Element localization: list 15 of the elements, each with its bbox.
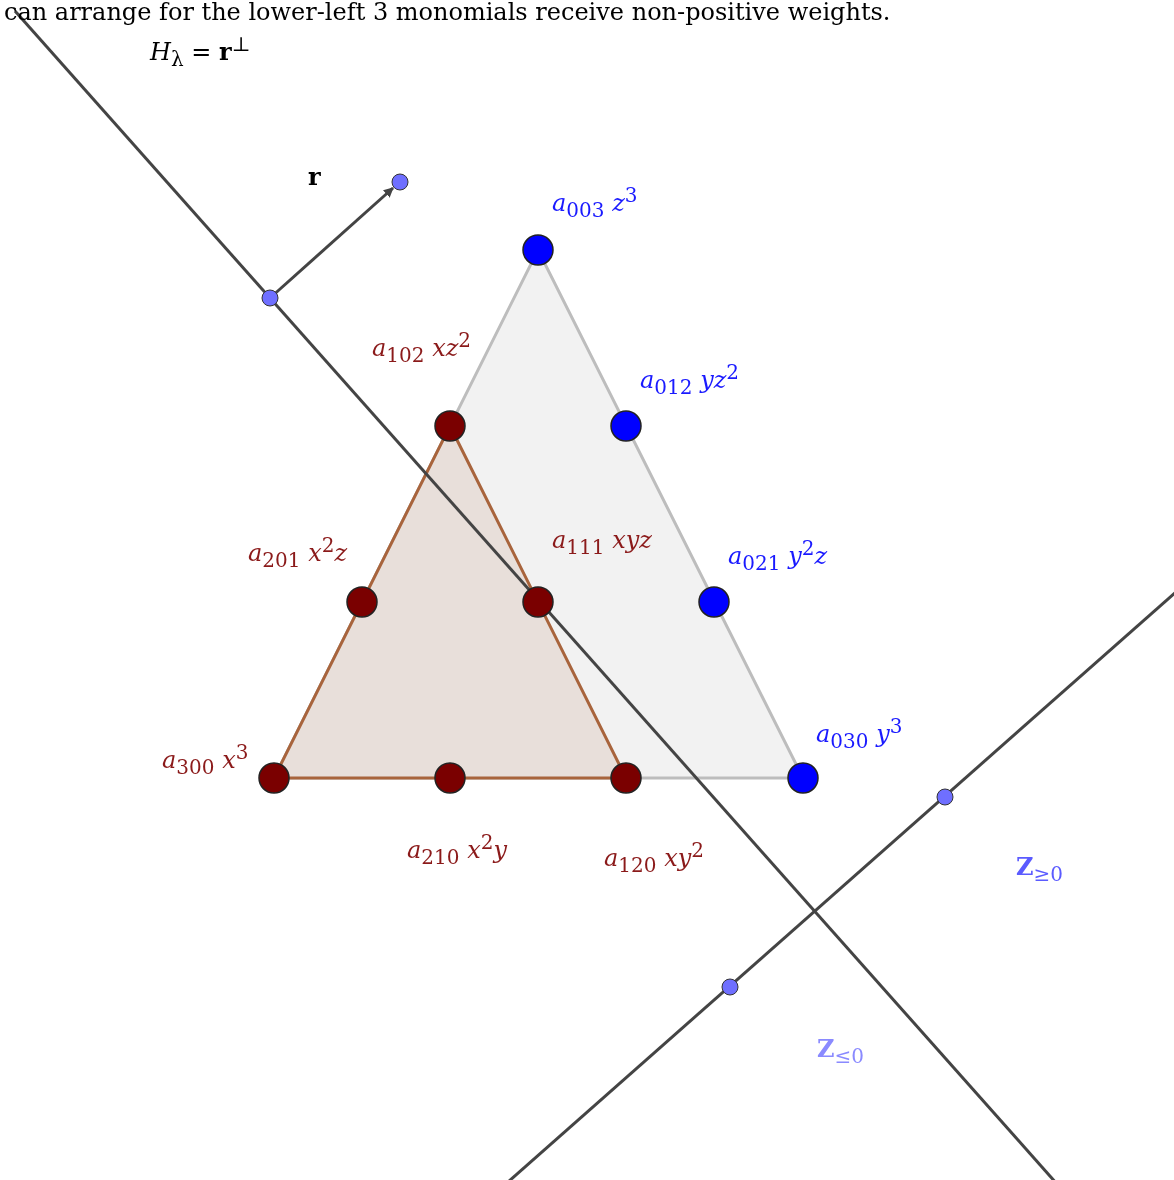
monomial-label: a$_{102}$ xz$^{2}$ [372, 328, 472, 367]
vector-label: r [308, 163, 321, 192]
monomial-label: a$_{021}$ y$^{2}$z [728, 536, 828, 575]
monomial-label: a$_{210}$ x$^{2}$y [407, 830, 507, 869]
region-label: Z$_{≥0}$ [1016, 853, 1063, 886]
monomial-label: a$_{300}$ x$^{3}$ [162, 740, 249, 779]
monomial-label: a$_{120}$ xy$^{2}$ [604, 838, 704, 877]
monomial-label: a$_{003}$ z$^{3}$ [552, 183, 638, 222]
monomial-label: a$_{012}$ yz$^{2}$ [640, 360, 740, 399]
monomial-label: a$_{030}$ y$^{3}$ [816, 714, 903, 753]
caption-text: can arrange for the lower-left 3 monomials receive non-positive weights. [4, 0, 891, 27]
monomial-label: a$_{201}$ x$^{2}$z [248, 533, 348, 572]
monomial-label: a$_{111}$ xyz [552, 526, 652, 559]
equation-label: H$_{λ}$ = r$^{⊥}$ [150, 32, 251, 71]
region-label: Z$_{≤0}$ [817, 1035, 864, 1068]
